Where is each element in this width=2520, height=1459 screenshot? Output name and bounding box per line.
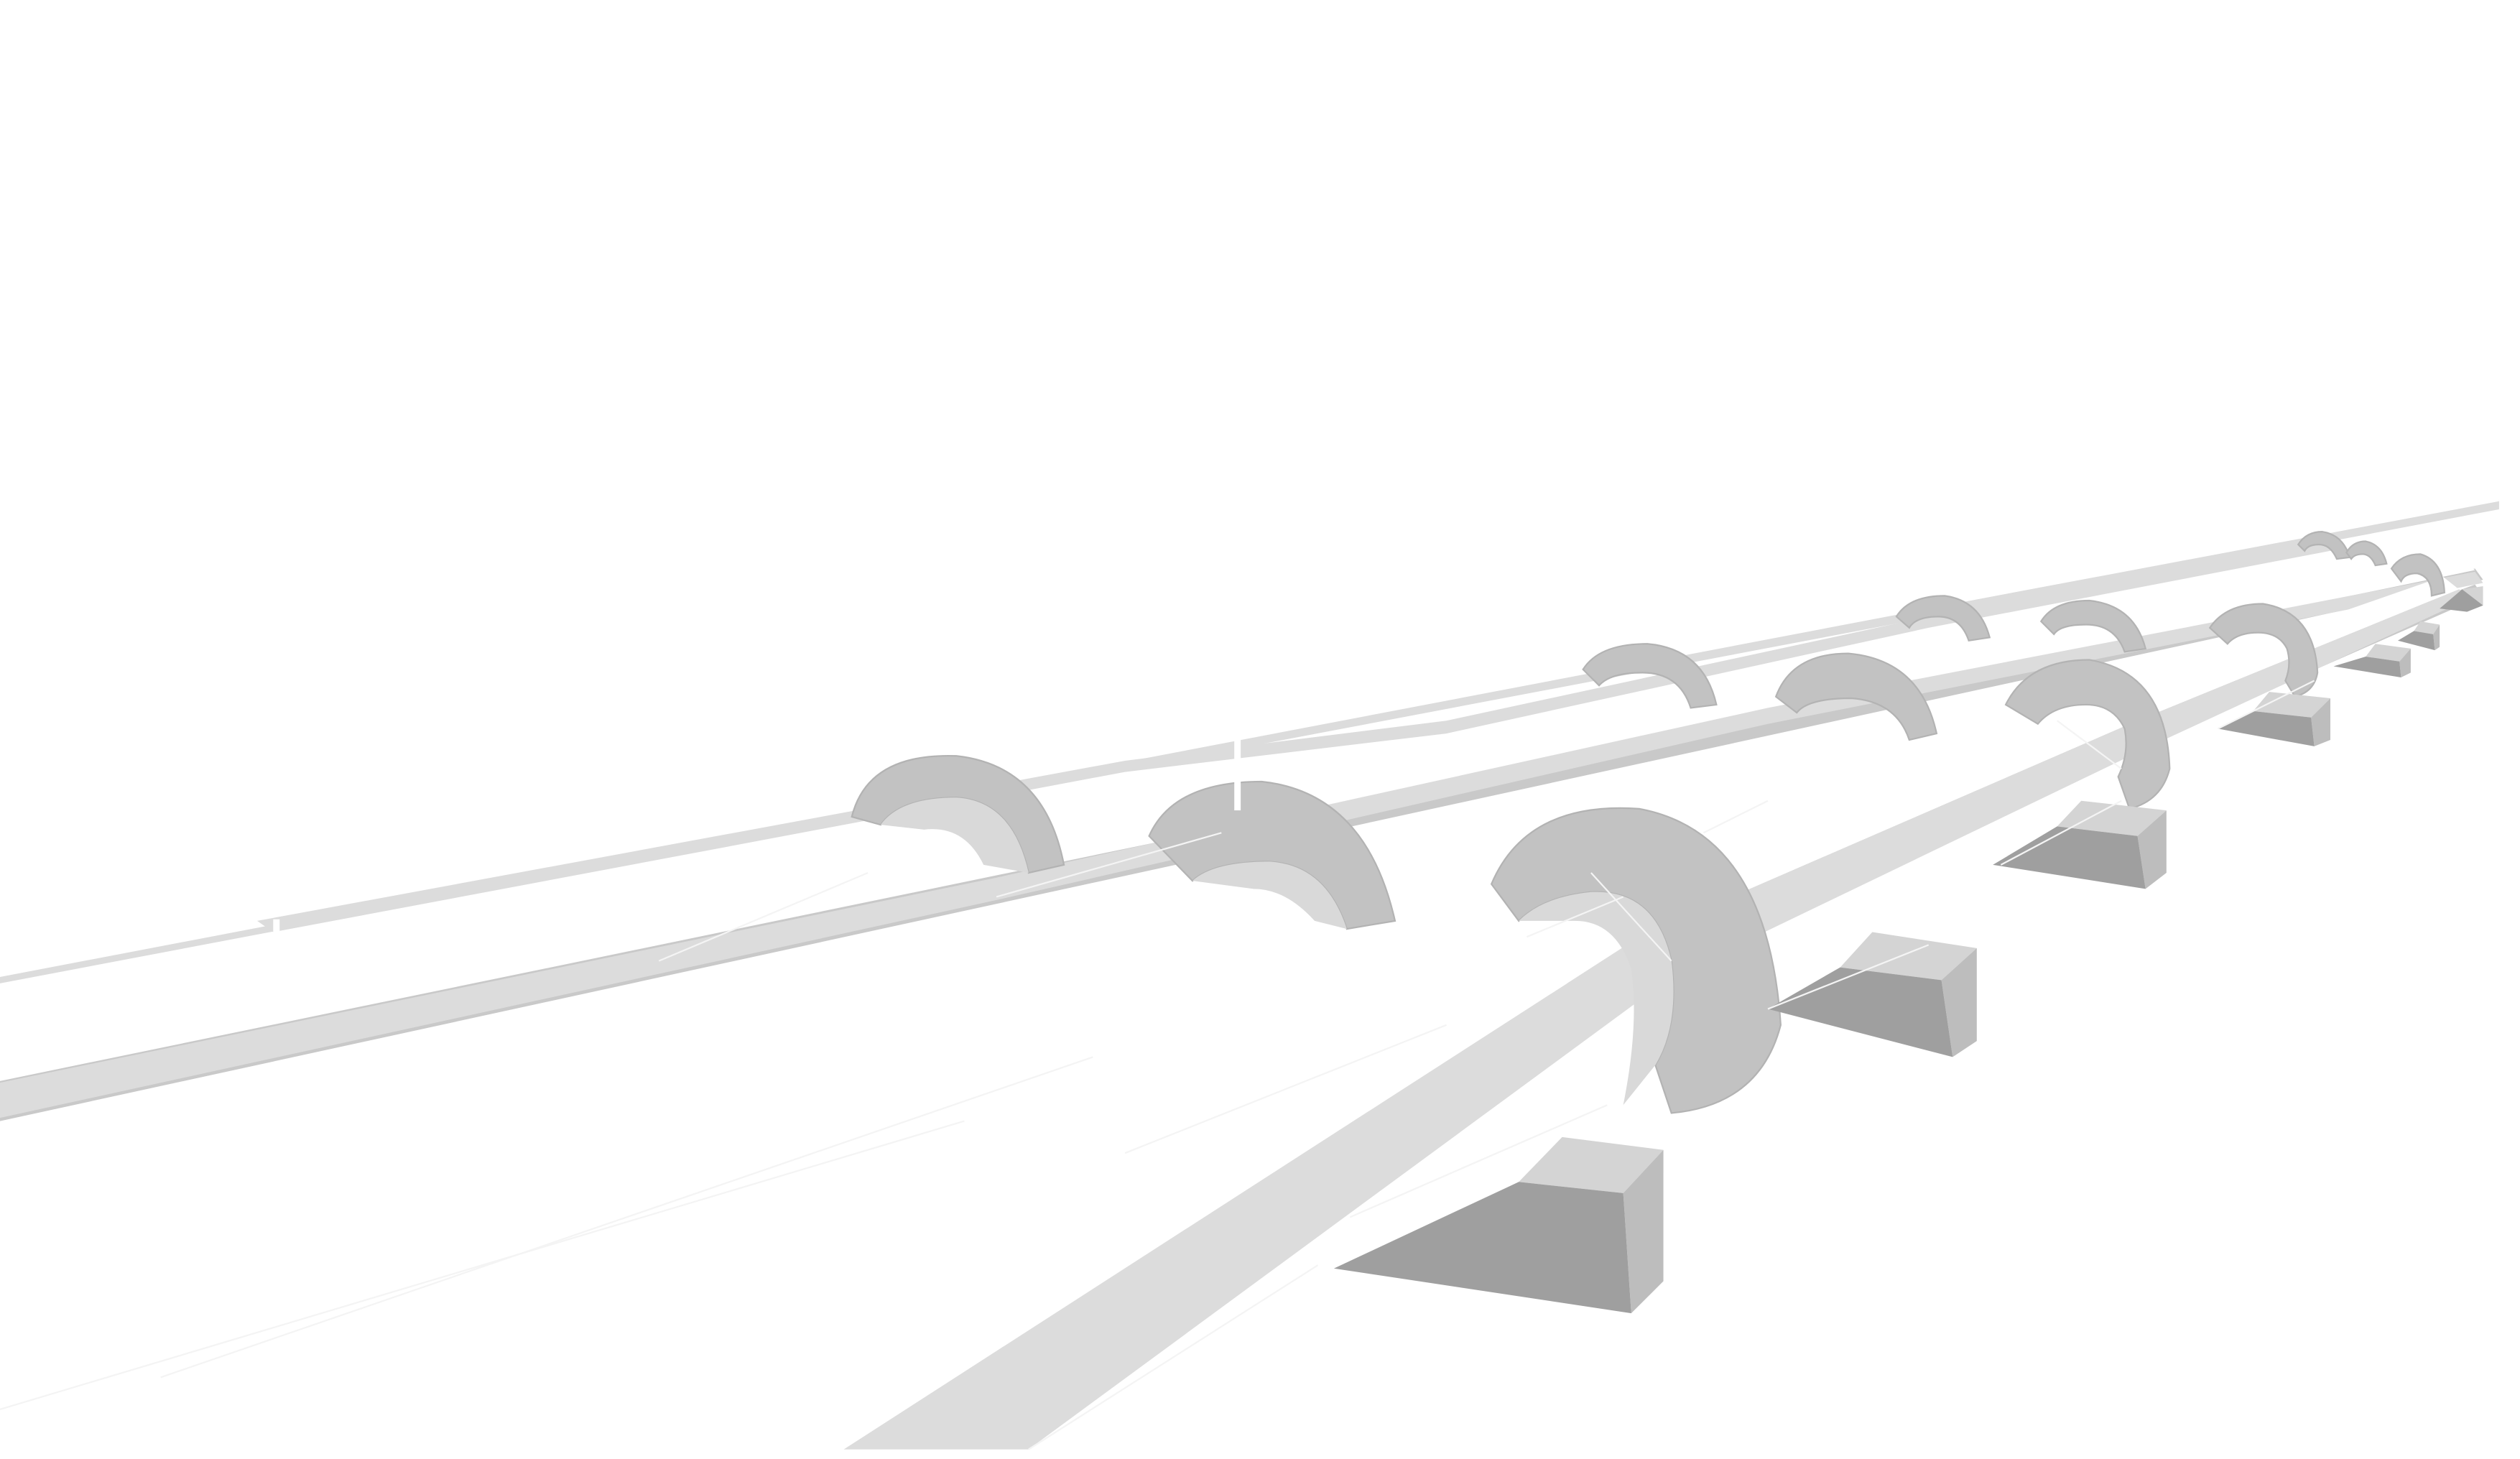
flange-row-middle bbox=[1148, 540, 2388, 930]
pipe-flange bbox=[2390, 553, 2446, 597]
pipe-front bbox=[0, 576, 2483, 1450]
pipe-flange bbox=[2345, 540, 2388, 567]
pipe-flange bbox=[1895, 595, 1991, 642]
pipe-support-block bbox=[2440, 585, 2483, 612]
pipe-front-body bbox=[0, 576, 2459, 1450]
pipe-flange bbox=[1582, 643, 1718, 709]
pipe-joint-mark bbox=[1234, 739, 1241, 811]
pipe-far bbox=[0, 496, 2499, 983]
pipe-flange bbox=[1490, 807, 1782, 1114]
pipe-support-block bbox=[2397, 621, 2440, 651]
pipe-middle-band bbox=[0, 571, 2483, 1118]
pipe-flange bbox=[2208, 603, 2319, 698]
pipe-flange bbox=[1148, 780, 1396, 930]
pipe-support-block bbox=[2218, 692, 2331, 746]
pipe-support-block bbox=[1333, 1136, 1664, 1314]
support-row bbox=[1333, 585, 2483, 1314]
pipe-flange bbox=[2004, 659, 2171, 810]
wireframe-lines bbox=[0, 680, 2315, 1450]
pipe-flange bbox=[2297, 531, 2351, 560]
pipe-far-body bbox=[0, 496, 2499, 971]
flange-row-front bbox=[1490, 553, 2446, 1114]
pipe-front-underside bbox=[843, 589, 2475, 1450]
pipe-support-block bbox=[1993, 800, 2167, 889]
pipe-far-band bbox=[256, 536, 2347, 932]
flange-row-far bbox=[851, 531, 2351, 874]
pipe-flange bbox=[2039, 599, 2147, 653]
pipe-joint-mark bbox=[273, 919, 280, 935]
pipe-flange bbox=[1774, 652, 1938, 741]
pipe-flange bbox=[851, 754, 1065, 874]
pipe-support-block bbox=[2333, 644, 2411, 678]
